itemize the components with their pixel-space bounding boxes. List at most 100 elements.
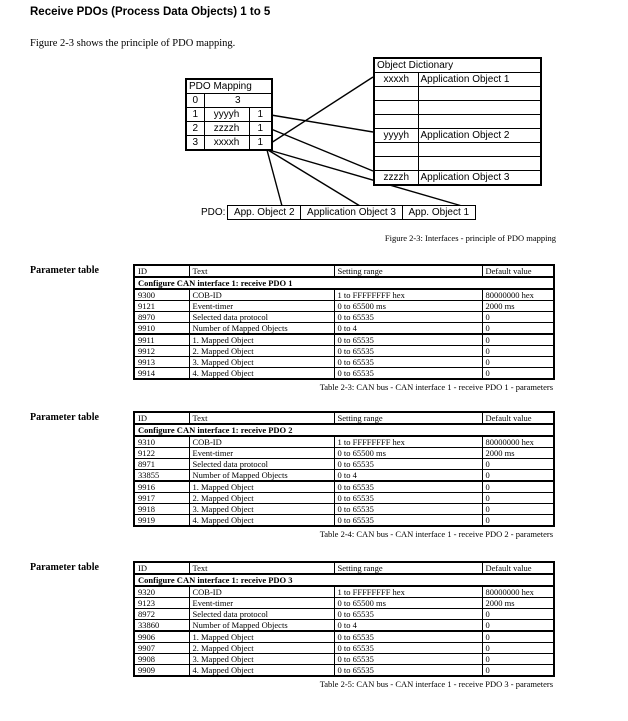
row-value: zzzzh	[203, 121, 250, 136]
cell-default-value: 2000 ms	[481, 300, 555, 312]
section-row: Configure CAN interface 1: receive PDO 1	[133, 276, 555, 290]
cell-default-value: 0	[481, 311, 555, 323]
page-title: Receive PDOs (Process Data Objects) 1 to…	[30, 6, 271, 18]
cell-default-value: 0	[481, 469, 555, 482]
cell-default-value: 2000 ms	[481, 447, 555, 459]
table-row: 9122 Event-timer 0 to 65500 ms 2000 ms	[133, 447, 555, 459]
table-caption: Table 2-3: CAN bus - CAN interface 1 - r…	[319, 382, 553, 392]
cell-setting-range: 0 to 65535	[333, 311, 483, 323]
object-name	[417, 142, 542, 157]
table-row: 9917 2. Mapped Object 0 to 65535 0	[133, 492, 555, 504]
cell-text: Selected data protocol	[188, 608, 335, 620]
parameter-table-pdo3: ID Text Setting range Default value Conf…	[133, 561, 555, 677]
parameter-section-pdo3: Parameter table ID Text Setting range De…	[30, 561, 555, 689]
cell-id: 9910	[133, 322, 190, 335]
cell-default-value: 0	[481, 514, 555, 527]
pdo-mapping-header: PDO Mapping	[185, 78, 273, 94]
cell-default-value: 2000 ms	[481, 597, 555, 609]
cell-default-value: 0	[481, 458, 555, 470]
side-label: Parameter table	[30, 412, 99, 423]
cell-id: 9908	[133, 653, 190, 665]
cell-default-value: 0	[481, 333, 555, 346]
table-caption: Table 2-4: CAN bus - CAN interface 1 - r…	[319, 529, 553, 539]
row-count: 1	[248, 121, 273, 136]
object-dictionary-header: Object Dictionary	[373, 57, 542, 73]
cell-id: 9917	[133, 492, 190, 504]
cell-id: 9911	[133, 333, 190, 346]
parameter-table-pdo2: ID Text Setting range Default value Conf…	[133, 411, 555, 527]
object-address	[373, 114, 419, 129]
pdo-mapping-row0: 0 3	[185, 93, 273, 108]
table-row: 9121 Event-timer 0 to 65500 ms 2000 ms	[133, 300, 555, 312]
cell-text: Number of Mapped Objects	[188, 322, 335, 335]
cell-setting-range: 0 to 65535	[333, 608, 483, 620]
table-row: 9918 3. Mapped Object 0 to 65535 0	[133, 503, 555, 515]
cell-setting-range: 0 to 65535	[333, 664, 483, 677]
object-dictionary-row	[373, 100, 542, 115]
cell-default-value: 0	[481, 642, 555, 654]
cell-setting-range: 0 to 4	[333, 619, 483, 632]
object-dictionary-table: Object Dictionary xxxxh Application Obje…	[373, 57, 543, 186]
header-row: ID Text Setting range Default value	[133, 264, 555, 278]
cell-id: 9912	[133, 345, 190, 357]
table-row: 8971 Selected data protocol 0 to 65535 0	[133, 458, 555, 470]
col-header-setting-range: Setting range	[333, 264, 483, 278]
object-dictionary-title: Object Dictionary	[373, 57, 542, 73]
cell-text: 3. Mapped Object	[188, 356, 335, 368]
cell-default-value: 0	[481, 653, 555, 665]
figure-caption: Figure 2-3: Interfaces - principle of PD…	[384, 233, 556, 243]
cell-setting-range: 0 to 65500 ms	[333, 597, 483, 609]
cell-id: 9121	[133, 300, 190, 312]
col-header-text: Text	[188, 561, 335, 575]
object-dictionary-row: xxxxh Application Object 1	[373, 72, 542, 87]
row-index: 0	[185, 93, 205, 108]
col-header-text: Text	[188, 264, 335, 278]
cell-setting-range: 0 to 65535	[333, 630, 483, 643]
cell-text: 2. Mapped Object	[188, 345, 335, 357]
col-header-id: ID	[133, 561, 190, 575]
col-header-id: ID	[133, 264, 190, 278]
object-dictionary-row	[373, 86, 542, 101]
object-name	[417, 156, 542, 171]
row-value: 3	[203, 93, 273, 108]
header-row: ID Text Setting range Default value	[133, 411, 555, 425]
object-name	[417, 86, 542, 101]
table-row: 9912 2. Mapped Object 0 to 65535 0	[133, 345, 555, 357]
cell-setting-range: 1 to FFFFFFFF hex	[333, 435, 483, 448]
cell-id: 9310	[133, 435, 190, 448]
pdo-label: PDO:	[201, 207, 226, 218]
parameter-section-pdo2: Parameter table ID Text Setting range De…	[30, 411, 555, 539]
object-address	[373, 100, 419, 115]
object-name: Application Object 2	[417, 128, 542, 143]
section-title: Configure CAN interface 1: receive PDO 1	[133, 276, 555, 290]
object-address: zzzzh	[373, 170, 419, 186]
table-row: 9320 COB-ID 1 to FFFFFFFF hex 80000000 h…	[133, 585, 555, 598]
object-dictionary-row	[373, 142, 542, 157]
cell-id: 9300	[133, 288, 190, 301]
object-dictionary-row: zzzzh Application Object 3	[373, 170, 542, 186]
object-address	[373, 156, 419, 171]
cell-setting-range: 0 to 4	[333, 322, 483, 335]
cell-text: 4. Mapped Object	[188, 514, 335, 527]
cell-id: 33860	[133, 619, 190, 632]
cell-id: 9913	[133, 356, 190, 368]
side-label: Parameter table	[30, 265, 99, 276]
col-header-id: ID	[133, 411, 190, 425]
cell-default-value: 0	[481, 322, 555, 335]
parameter-table-pdo1: ID Text Setting range Default value Conf…	[133, 264, 555, 380]
cell-text: Event-timer	[188, 597, 335, 609]
object-address	[373, 86, 419, 101]
cell-id: 8970	[133, 311, 190, 323]
section-title: Configure CAN interface 1: receive PDO 2	[133, 423, 555, 437]
table-row: 9914 4. Mapped Object 0 to 65535 0	[133, 367, 555, 380]
object-dictionary-row: yyyyh Application Object 2	[373, 128, 542, 143]
row-count: 1	[248, 107, 273, 122]
cell-id: 9907	[133, 642, 190, 654]
pdo-mapping-row: 1 yyyyh 1	[185, 107, 273, 122]
cell-text: Selected data protocol	[188, 458, 335, 470]
table-row: 33855 Number of Mapped Objects 0 to 4 0	[133, 469, 555, 482]
cell-setting-range: 0 to 65535	[333, 367, 483, 380]
object-name: Application Object 1	[417, 72, 542, 87]
header-row: ID Text Setting range Default value	[133, 561, 555, 575]
